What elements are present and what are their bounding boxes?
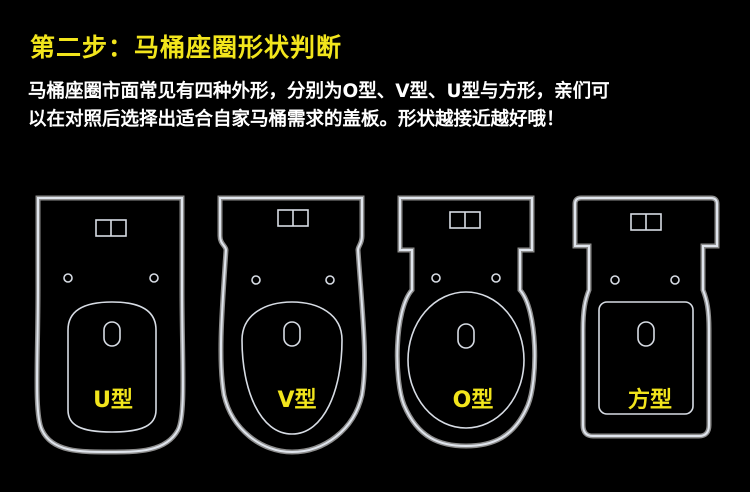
toilet-square-shape: 方型 [565,190,735,490]
toilet-square-outline-icon [572,195,720,439]
toilet-v-outline-icon [217,195,368,455]
description-line-1: 马桶座圈市面常见有四种外形，分别为O型、V型、U型与方形，亲们可 [28,81,610,102]
label-u-shape: U型 [93,388,133,413]
toilet-u-outline-icon [34,195,186,455]
toilet-o-shape: O型 [388,190,558,490]
description-line-2: 以在对照后选择出适合自家马桶需求的盖板。形状越接近越好哦！ [28,109,565,130]
toilet-v-shape: V型 [212,190,382,490]
toilet-u-shape: U型 [28,190,198,490]
label-v-shape: V型 [277,388,317,413]
label-square-shape: 方型 [627,388,672,413]
description: 马桶座圈市面常见有四种外形，分别为O型、V型、U型与方形，亲们可 以在对照后选择… [28,78,744,134]
label-o-shape: O型 [452,388,494,413]
page-title: 第二步：马桶座圈形状判断 [30,33,343,62]
toilet-o-outline-icon [394,195,538,449]
